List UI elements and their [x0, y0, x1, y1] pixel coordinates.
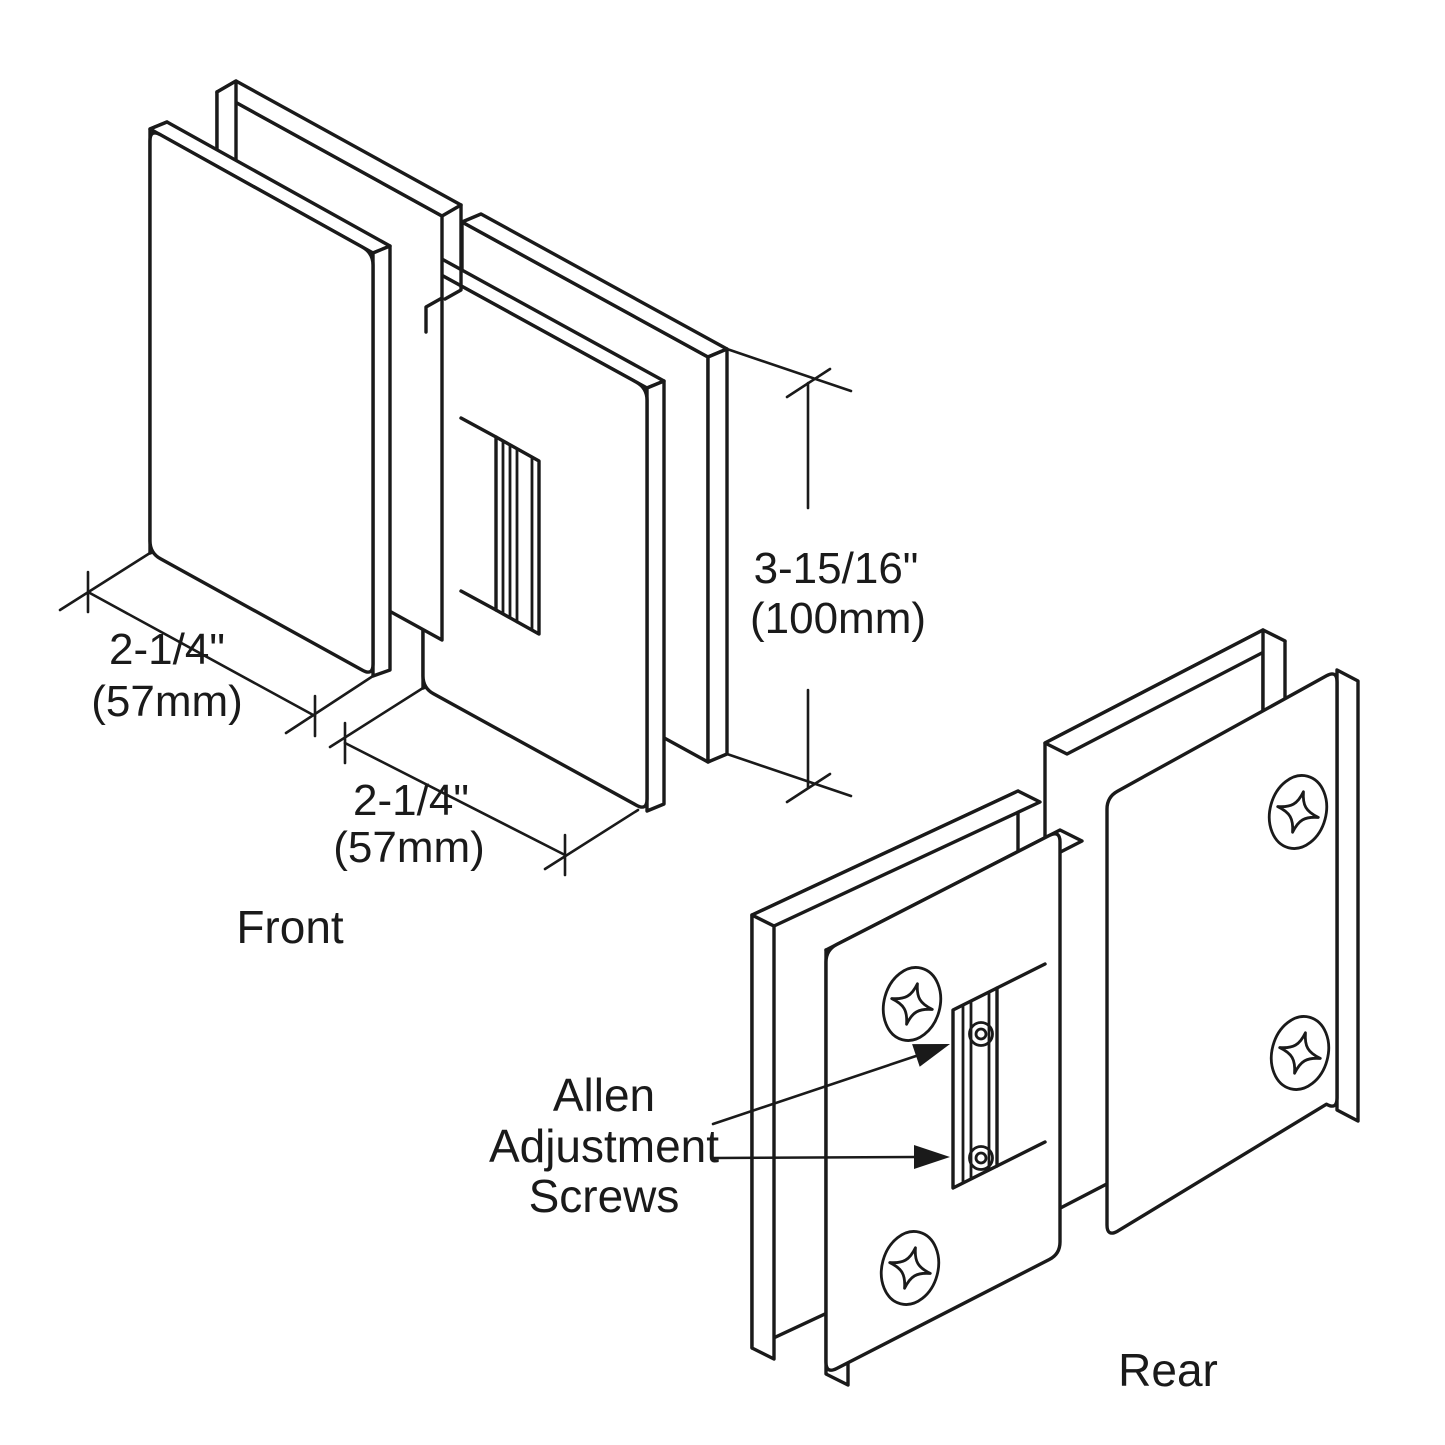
- dim-right-metric: (57mm): [333, 823, 485, 872]
- dim-left-imperial: 2-1/4": [109, 625, 225, 674]
- dim-height-metric: (100mm): [750, 594, 926, 643]
- front-view-label: Front: [236, 901, 344, 953]
- arrowhead-icon: [912, 1044, 950, 1067]
- dim-left-metric: (57mm): [91, 677, 243, 726]
- glass-notch-edge: [443, 203, 463, 301]
- dim-height-imperial: 3-15/16": [754, 544, 919, 593]
- rear-view: Allen Adjustment Screws Rear: [489, 628, 1360, 1396]
- front-view: 2-1/4" (57mm) 2-1/4" (57mm) 3-15/16" (10…: [58, 79, 926, 953]
- front-dimension-height: 3-15/16" (100mm): [725, 347, 926, 804]
- front-left-hinge-plate: [148, 120, 392, 678]
- rear-right-hinge-plate: [1105, 668, 1360, 1235]
- allen-adjustment-screw-icon: [968, 1145, 994, 1171]
- allen-annotation: Allen Adjustment Screws: [489, 1044, 950, 1222]
- front-dimension-width-right: 2-1/4" (57mm): [328, 686, 640, 877]
- annotation-line-2: Adjustment: [489, 1120, 719, 1172]
- annotation-line-1: Allen: [553, 1069, 655, 1121]
- rear-hinge-barrel: [951, 962, 1047, 1190]
- allen-adjustment-screw-icon: [968, 1021, 994, 1047]
- phillips-screw-icon: [1269, 1015, 1331, 1091]
- phillips-screw-icon: [1267, 774, 1329, 850]
- rear-view-label: Rear: [1118, 1344, 1218, 1396]
- annotation-line-3: Screws: [529, 1170, 680, 1222]
- phillips-screw-icon: [879, 1230, 941, 1306]
- front-hinge-barrel: [459, 416, 541, 636]
- phillips-screw-icon: [881, 966, 943, 1042]
- rear-left-hinge-plate: [824, 828, 1084, 1387]
- front-dimension-width-left: 2-1/4" (57mm): [58, 551, 375, 738]
- arrowhead-icon: [914, 1145, 950, 1169]
- dim-right-imperial: 2-1/4": [353, 776, 469, 825]
- glass-notch-step: [424, 296, 444, 334]
